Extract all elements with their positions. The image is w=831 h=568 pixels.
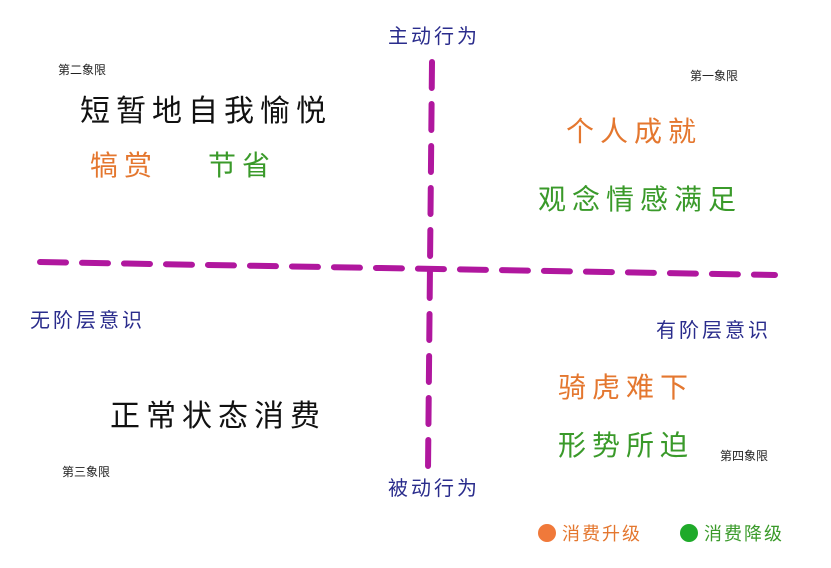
quadrant-1-item-achievement: 个人成就 bbox=[566, 115, 703, 148]
quadrant-4-item-forced: 形势所迫 bbox=[558, 429, 695, 462]
quadrant-1-label: 第一象限 bbox=[690, 69, 739, 83]
legend-downgrade-label: 消费降级 bbox=[704, 524, 784, 545]
axis-bottom-label: 被动行为 bbox=[388, 476, 480, 500]
quadrant-1-item-emotional: 观念情感满足 bbox=[538, 183, 743, 216]
vertical-axis bbox=[425, 59, 435, 473]
quadrant-2-title: 短暂地自我愉悦 bbox=[80, 94, 332, 129]
axis-right-label: 有阶层意识 bbox=[656, 318, 771, 342]
green-dot-icon bbox=[680, 524, 698, 542]
quadrant-2-label: 第二象限 bbox=[58, 63, 107, 77]
axis-top-label: 主动行为 bbox=[388, 24, 480, 48]
axis-left-label: 无阶层意识 bbox=[30, 308, 145, 332]
quadrant-2-item-reward: 犒赏 bbox=[90, 149, 159, 182]
horizontal-axis bbox=[37, 259, 778, 278]
orange-dot-icon bbox=[538, 524, 556, 542]
quadrant-4-item-tiger: 骑虎难下 bbox=[558, 371, 695, 404]
quadrant-3-label: 第三象限 bbox=[62, 465, 111, 479]
legend-upgrade-label: 消费升级 bbox=[562, 524, 642, 545]
quadrant-3-item-normal: 正常状态消费 bbox=[110, 399, 326, 434]
quadrant-4-label: 第四象限 bbox=[720, 449, 769, 463]
legend-upgrade: 消费升级 bbox=[538, 520, 642, 546]
quadrant-2-item-save: 节省 bbox=[208, 149, 277, 182]
legend-downgrade: 消费降级 bbox=[680, 520, 784, 546]
